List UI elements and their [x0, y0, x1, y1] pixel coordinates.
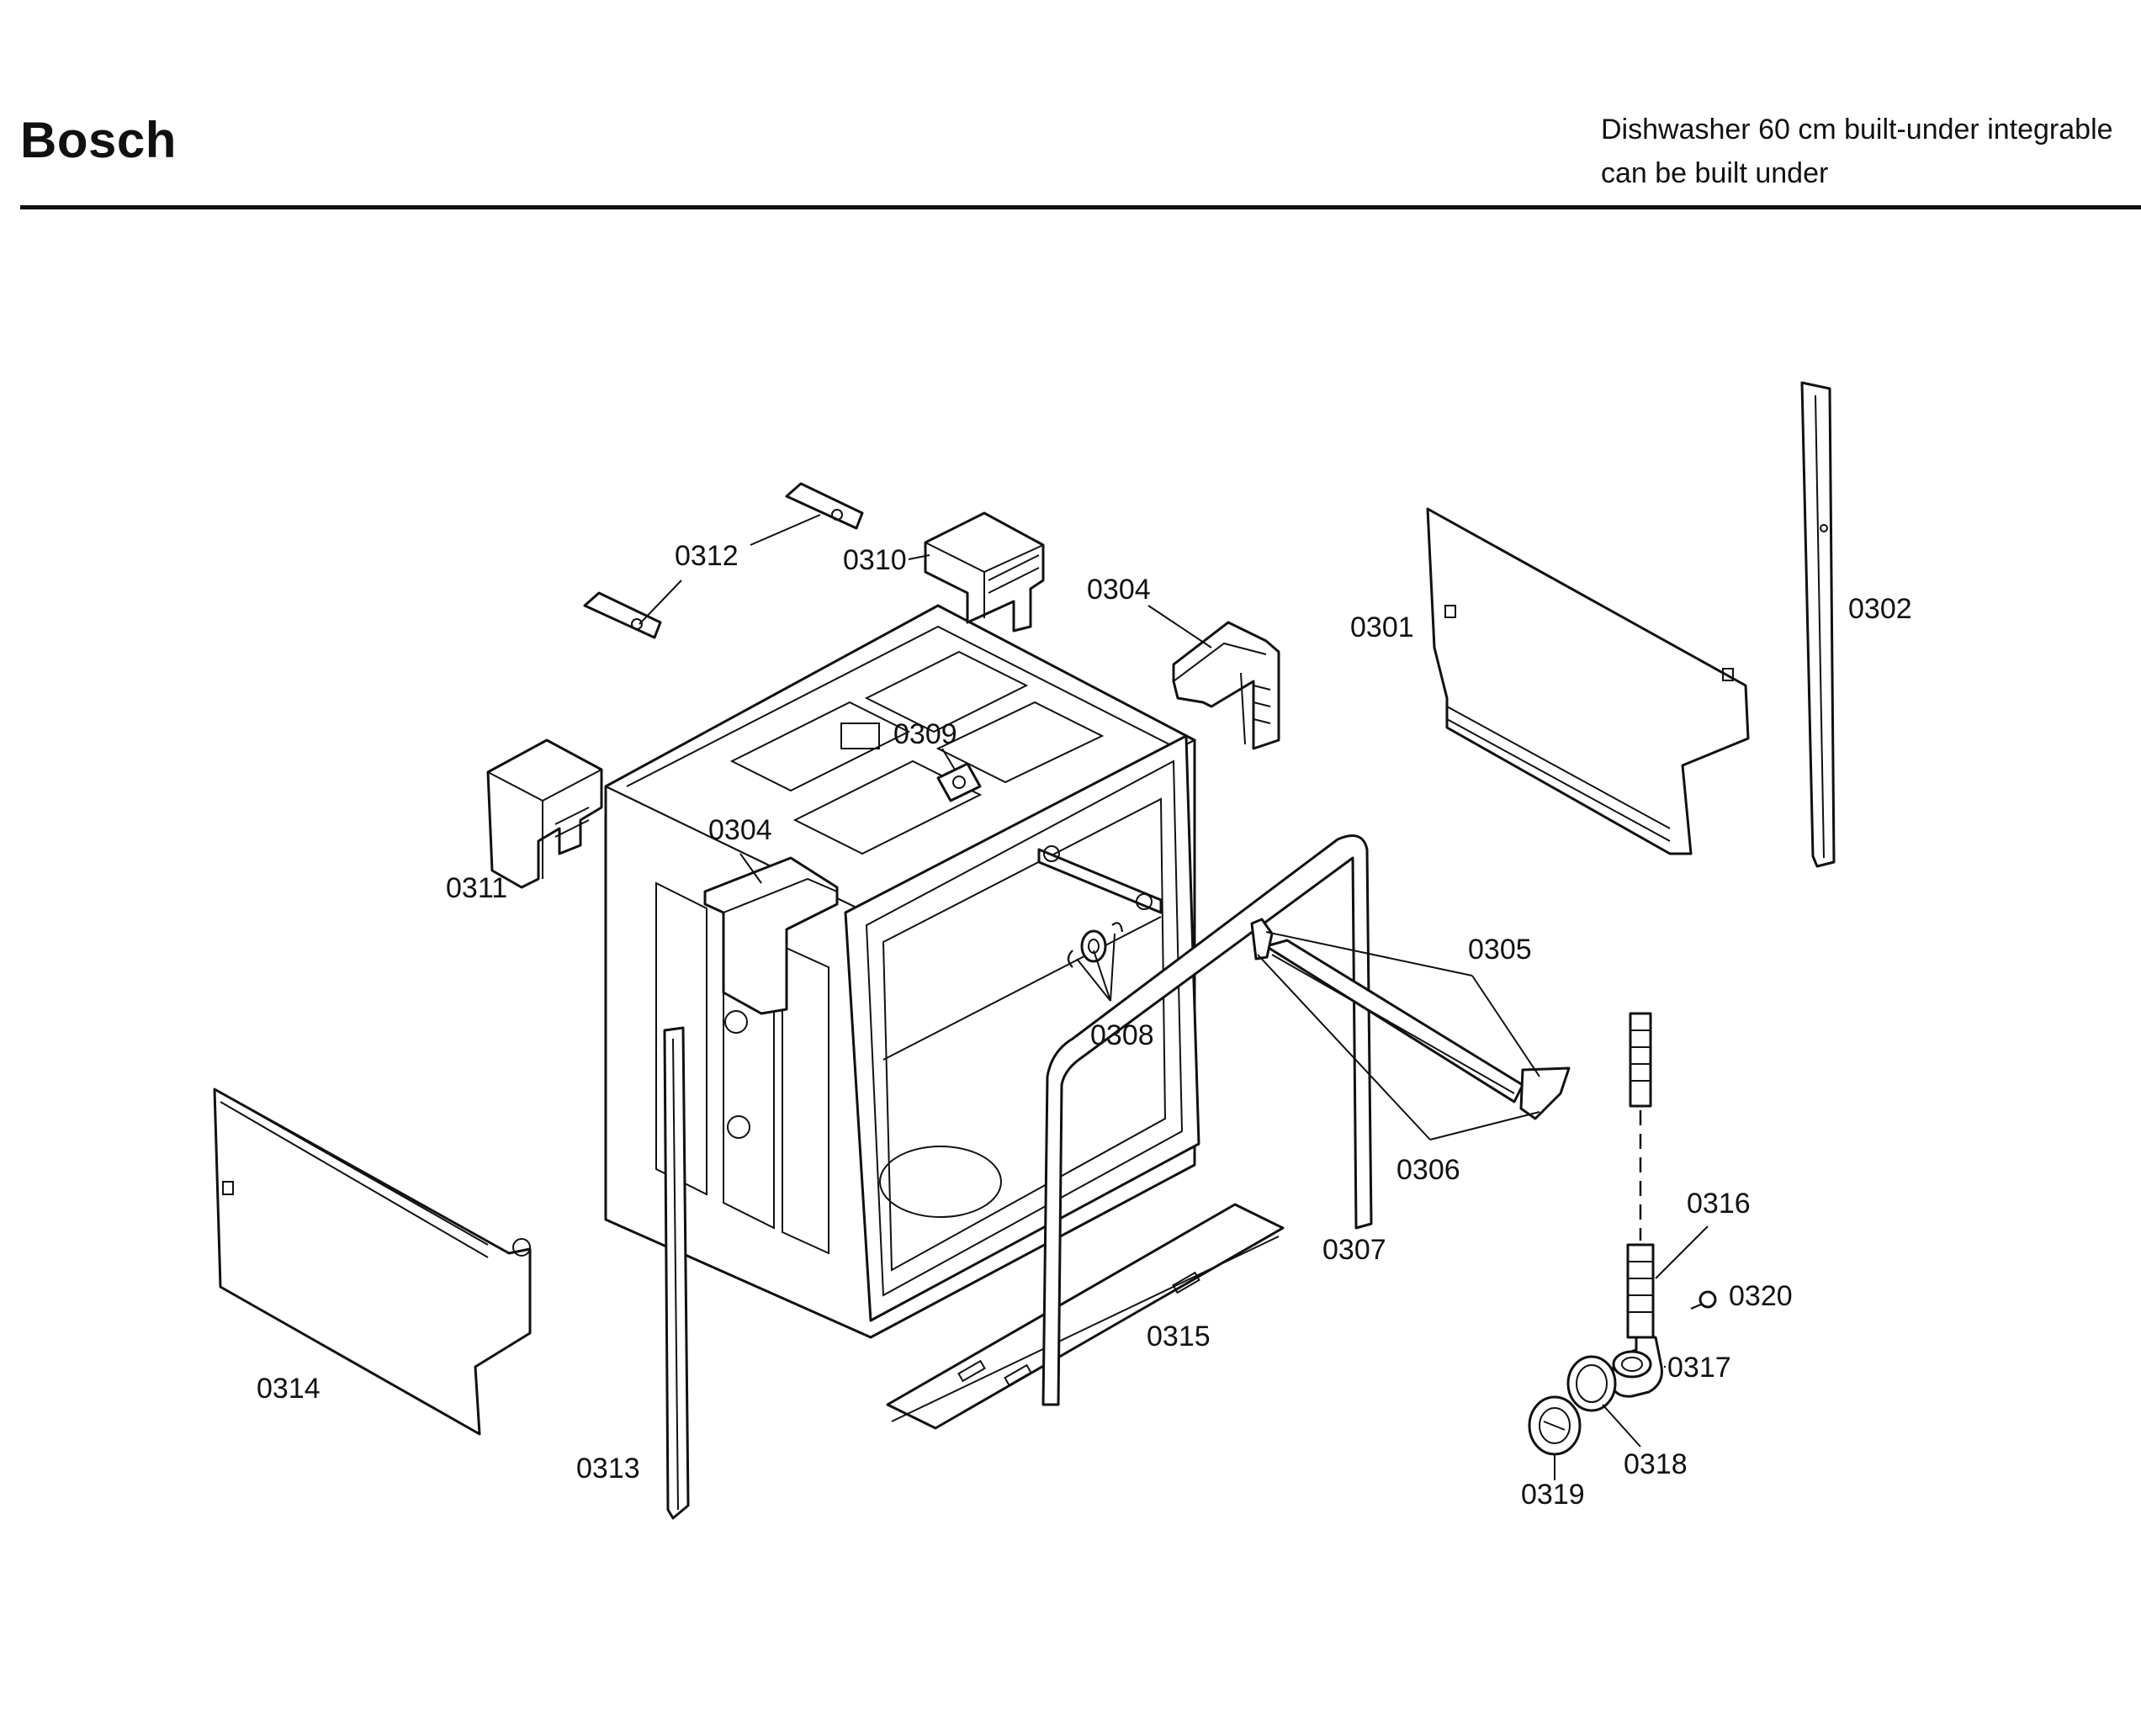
label-0307: 0307 [1322, 1234, 1386, 1266]
subtitle-line-2: can be built under [1601, 157, 1829, 189]
label-0304-right: 0304 [1087, 574, 1151, 606]
label-0315: 0315 [1147, 1321, 1211, 1352]
diagram-subtitle: Dishwasher 60 cm built-under integrable … [1601, 108, 2113, 195]
part-0311-connector [486, 738, 603, 889]
label-0308: 0308 [1090, 1019, 1154, 1051]
brand-title: Bosch [20, 112, 177, 168]
part-0319-cap [1528, 1395, 1582, 1456]
label-0301: 0301 [1350, 611, 1414, 643]
label-0302: 0302 [1848, 593, 1912, 625]
part-0318-ring [1566, 1355, 1617, 1412]
part-0317-elbow [1609, 1336, 1663, 1398]
label-0304-left: 0304 [708, 814, 772, 846]
part-0315-bottom-rail [886, 1203, 1285, 1430]
part-0304-left-bracket [703, 856, 839, 1015]
label-0316: 0316 [1687, 1188, 1751, 1220]
part-labels: 0301 0302 0304 0304 0305 0306 0307 0308 … [257, 540, 1912, 1511]
label-0310: 0310 [843, 544, 907, 576]
part-0302-strip [1800, 381, 1836, 868]
part-0301-side-panel [1426, 507, 1750, 855]
label-0314: 0314 [257, 1373, 321, 1405]
label-0320: 0320 [1729, 1280, 1793, 1312]
part-0307-seal [1041, 834, 1373, 1406]
part-0312-clips [583, 482, 864, 639]
part-0304-right-bracket [1172, 621, 1280, 750]
leader-lines [639, 514, 1709, 1480]
label-0317: 0317 [1667, 1352, 1731, 1384]
label-0306: 0306 [1396, 1154, 1460, 1186]
label-0311: 0311 [446, 872, 507, 904]
subtitle-line-1: Dishwasher 60 cm built-under integrable [1601, 114, 2113, 146]
label-0313: 0313 [576, 1453, 640, 1485]
header-rule [20, 205, 2141, 209]
part-0320-screw [1690, 1290, 1717, 1310]
part-0308-fasteners [1067, 922, 1124, 968]
part-0316-hose [1626, 1012, 1655, 1339]
label-0309: 0309 [893, 718, 957, 750]
label-0312: 0312 [675, 540, 739, 572]
label-0319: 0319 [1521, 1479, 1585, 1511]
part-0313-strip [663, 1026, 690, 1520]
label-0305: 0305 [1468, 934, 1532, 966]
part-0309-bracket [936, 762, 982, 802]
part-0306-endcaps [1250, 918, 1571, 1120]
label-0318: 0318 [1624, 1448, 1688, 1480]
part-0310-connector [924, 511, 1045, 632]
tub-body [604, 604, 1200, 1339]
part-0314-front-panel [213, 1088, 532, 1436]
